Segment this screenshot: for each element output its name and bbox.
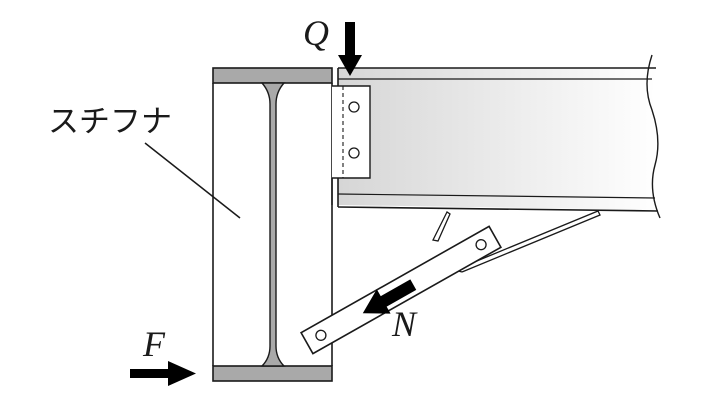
beam-break-line bbox=[646, 54, 661, 219]
column-h-section bbox=[212, 67, 333, 382]
bolt-hole-icon bbox=[475, 239, 487, 251]
column-web-stiffener bbox=[260, 82, 286, 367]
beam-body bbox=[338, 68, 659, 210]
beam bbox=[337, 54, 661, 219]
column-top-flange bbox=[212, 67, 333, 84]
bolt-hole-icon bbox=[348, 101, 360, 113]
shear-plate bbox=[331, 85, 371, 205]
stiffener-label: スチフナ bbox=[48, 104, 172, 140]
force-n-label: N bbox=[391, 304, 418, 344]
bolt-hole-icon bbox=[348, 147, 360, 159]
force-n-arrow-icon bbox=[362, 279, 417, 314]
force-f-label: F bbox=[142, 324, 166, 364]
stiffener-leader-line bbox=[144, 142, 241, 219]
force-q-label: Q bbox=[303, 13, 329, 53]
bolt-hole-icon bbox=[315, 329, 327, 341]
column-bottom-flange bbox=[212, 365, 333, 382]
force-q-arrow-icon bbox=[338, 22, 362, 76]
force-f-arrow-icon bbox=[130, 361, 196, 386]
